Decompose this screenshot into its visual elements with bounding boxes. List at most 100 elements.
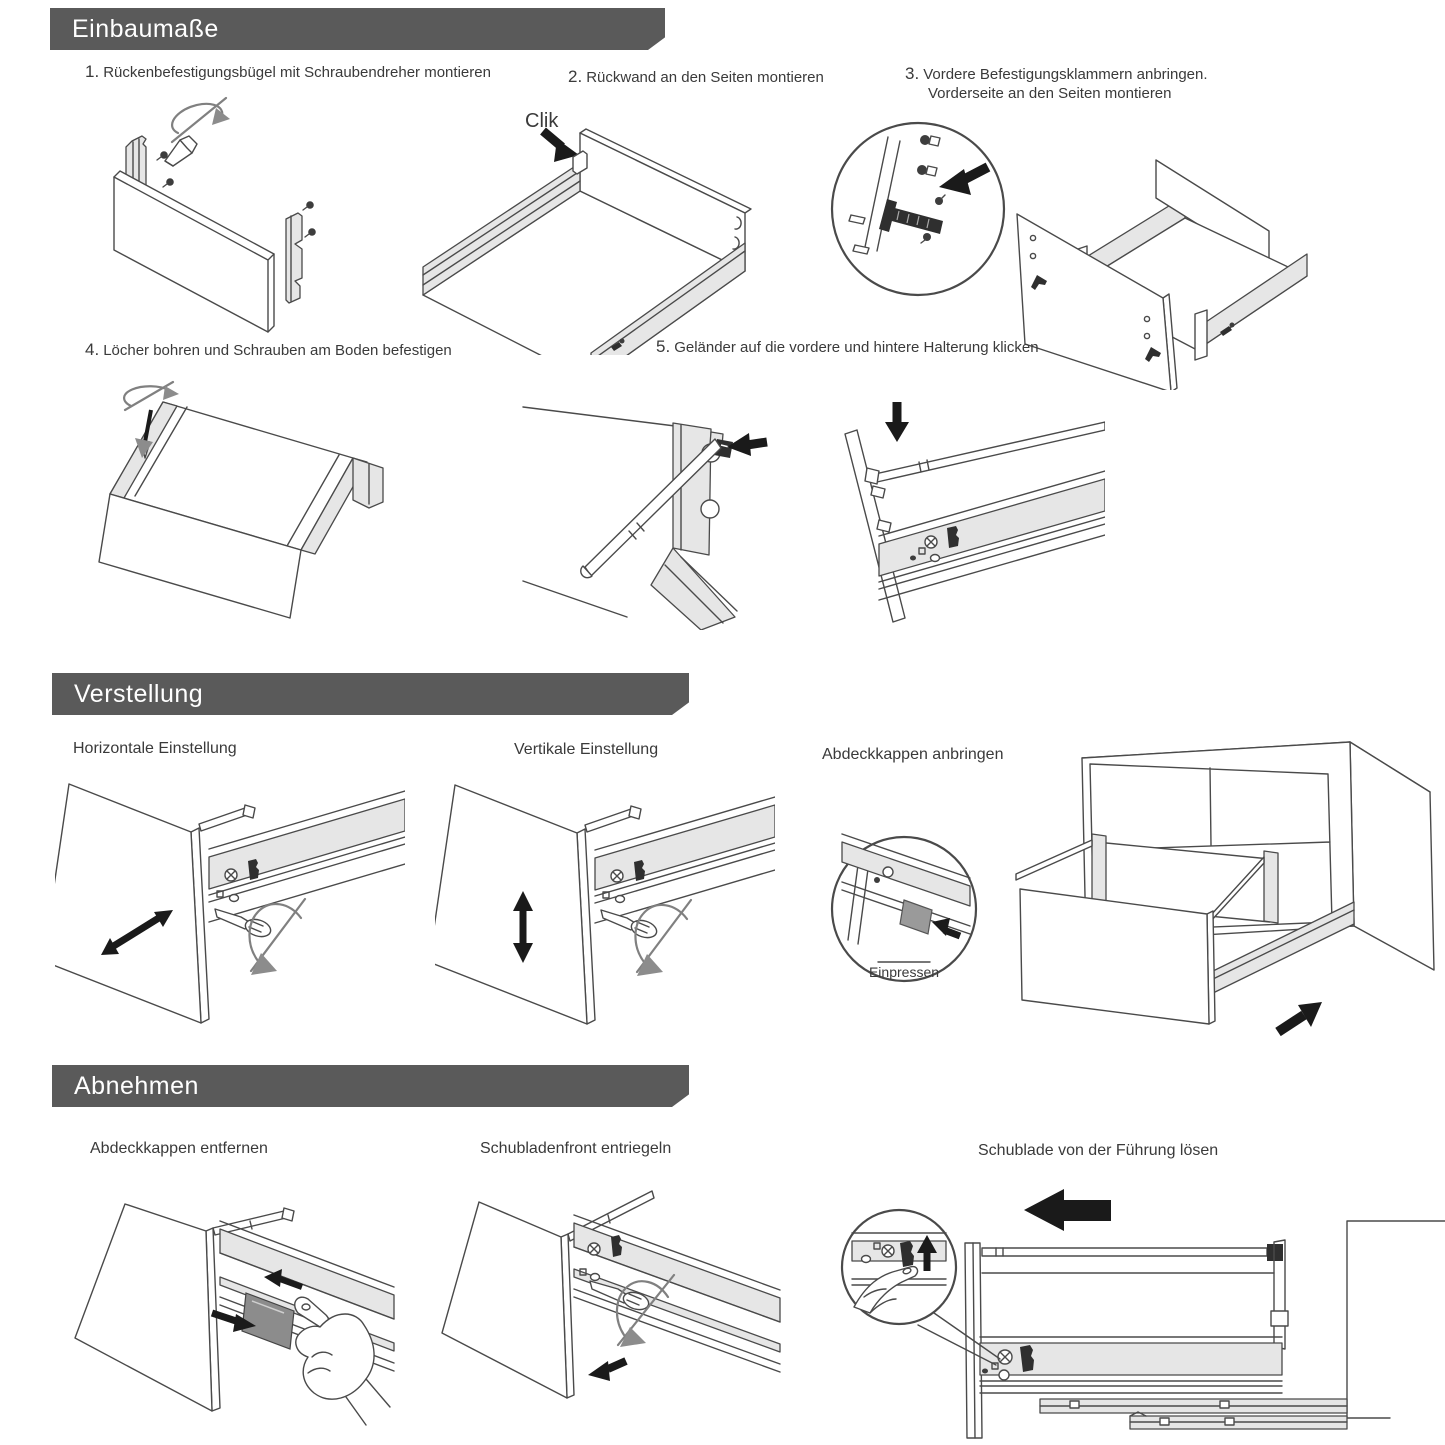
caps-remove-label: Abdeckkappen entfernen	[90, 1140, 268, 1157]
drawer-side-view	[964, 1239, 1289, 1439]
step5-caption: 5.Geländer auf die vordere und hintere H…	[656, 337, 1039, 357]
rotation-arrow-icon	[634, 898, 693, 976]
pull-arrow-icon	[210, 1309, 256, 1332]
step3-number: 3.	[905, 64, 920, 83]
step4-illustration	[98, 380, 384, 619]
cover-cap	[899, 899, 933, 935]
rotation-arrow-icon	[248, 897, 307, 975]
release-drawer-label: Schublade von der Führung lösen	[978, 1142, 1219, 1159]
section-title: Einbaumaße	[72, 14, 219, 43]
section-title: Abnehmen	[74, 1071, 199, 1100]
drawer	[1015, 833, 1355, 1025]
rotation-arrow-icon	[615, 1273, 676, 1347]
rod-stub	[198, 804, 256, 832]
railing-rod	[580, 438, 722, 579]
screwdriver-icon	[214, 908, 272, 938]
drawer-front-panel	[435, 784, 596, 1025]
vertical-adjust-label: Vertikale Einstellung	[514, 741, 659, 758]
drawer-rail	[208, 790, 405, 923]
insert-arrow-icon	[939, 162, 991, 195]
screwdriver-bit-icon	[164, 135, 198, 167]
caps-attach-label: Abdeckkappen anbringen	[822, 746, 1004, 763]
rear-bracket	[352, 457, 384, 509]
step4-caption: 4.Löcher bohren und Schrauben am Boden b…	[85, 340, 452, 360]
attach-arrow-icon	[727, 433, 768, 456]
einpressen-annotation: Einpressen	[869, 964, 939, 980]
drawer-side-rail-right	[590, 216, 746, 355]
rear-panel	[113, 170, 275, 333]
horizontal-adjust-label: Horizontale Einstellung	[73, 740, 237, 757]
step3-caption-line2: Vorderseite an den Seiten montieren	[928, 85, 1172, 102]
step2-label: Rückwand an den Seiten montieren	[586, 69, 824, 86]
step5b-illustration	[844, 402, 1105, 623]
step4-number: 4.	[85, 340, 100, 359]
drawer-rail	[594, 796, 775, 924]
cabinet-side-panel	[1346, 1220, 1445, 1419]
step2-caption: 2.Rückwand an den Seiten montieren	[568, 67, 824, 87]
leader-lines	[917, 1312, 1001, 1366]
step3-caption: 3.Vordere Befestigungsklammern anbringen…	[905, 64, 1208, 84]
screwdriver-icon	[600, 909, 658, 939]
caps-remove-illustration	[74, 1203, 395, 1426]
step5-number: 5.	[656, 337, 671, 356]
push-in-arrow-icon	[1275, 1002, 1322, 1037]
section-title: Verstellung	[74, 679, 204, 708]
vertical-adjust-illustration	[435, 784, 775, 1025]
section-header-abnehmen: Abnehmen	[52, 1065, 689, 1107]
drawer-front-panel	[55, 783, 210, 1024]
drawer-side-rail-left	[422, 150, 588, 296]
rear-wall-edge	[844, 429, 906, 623]
drawer-front-panel	[98, 493, 302, 619]
step4-label: Löcher bohren und Schrauben am Boden bef…	[103, 342, 452, 359]
drawer-front-panel	[441, 1201, 575, 1399]
step3-illustration	[830, 121, 1308, 390]
clik-annotation: Clik	[525, 110, 559, 132]
step2-number: 2.	[568, 67, 583, 86]
magnifier-circle	[840, 1208, 958, 1326]
remove-arrow-icon	[1024, 1189, 1111, 1231]
vertical-adjust-arrow	[513, 891, 533, 963]
slide-arrow-icon	[264, 1269, 304, 1290]
pull-out-arrow-icon	[588, 1357, 628, 1381]
rear-bracket-right	[285, 212, 303, 304]
front-unlock-label: Schubladenfront entriegeln	[480, 1140, 672, 1157]
railing-rod	[864, 421, 1105, 485]
front-unlock-illustration	[441, 1190, 781, 1399]
base-corner	[650, 547, 738, 630]
click-down-arrow-icon	[885, 402, 909, 442]
screwdriver-icon	[123, 380, 179, 459]
step1-number: 1.	[85, 62, 100, 81]
step3-label-line2: Vorderseite an den Seiten montieren	[928, 85, 1172, 102]
rod-stub	[584, 805, 642, 833]
drawer-front-panel	[74, 1203, 221, 1412]
mounting-bracket-icon	[879, 194, 946, 244]
section-header-verstellung: Verstellung	[52, 673, 689, 715]
step1-illustration	[113, 96, 316, 333]
step5a-illustration	[522, 406, 768, 630]
lift-arrow-icon	[917, 1235, 937, 1271]
magnifier-circle	[830, 121, 1006, 297]
hand-icon	[294, 1296, 391, 1426]
step1-label: Rückenbefestigungsbügel mit Schraubendre…	[103, 64, 491, 81]
slide-rails	[1039, 1398, 1348, 1430]
finger-icon	[853, 1265, 919, 1314]
step3-label: Vordere Befestigungsklammern anbringen.	[923, 66, 1208, 83]
drawer-rail	[878, 470, 1105, 601]
drawer-front-panel	[1016, 213, 1178, 390]
release-drawer-illustration	[840, 1189, 1445, 1439]
rotation-arrow-icon	[170, 96, 230, 144]
clik-arrow-icon	[540, 127, 579, 162]
horizontal-adjust-illustration	[55, 783, 405, 1024]
magnifier-circle: Einpressen	[830, 833, 978, 983]
press-arrow-icon	[932, 918, 962, 940]
section-header-einbaumasse: Einbaumaße	[50, 8, 665, 50]
step2-illustration: Clik	[422, 110, 752, 355]
rod-stub	[212, 1207, 295, 1236]
step5-label: Geländer auf die vordere und hintere Hal…	[674, 339, 1039, 356]
caps-attach-illustration: Einpressen	[830, 741, 1435, 1037]
horizontal-adjust-arrow	[101, 910, 173, 955]
cover-cap	[241, 1292, 295, 1350]
step1-caption: 1.Rückenbefestigungsbügel mit Schraubend…	[85, 62, 491, 82]
screw-icon	[302, 201, 316, 238]
